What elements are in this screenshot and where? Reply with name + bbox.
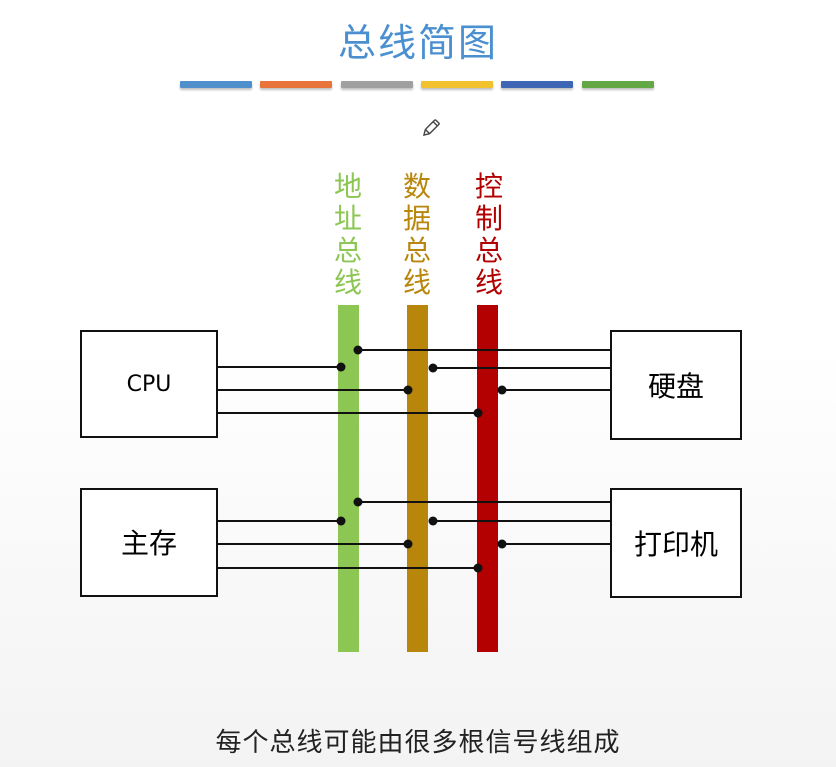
address-bus-bar: [338, 305, 359, 652]
stripe-6: [582, 81, 654, 88]
address-bus-label: 地 址 总 线: [334, 170, 362, 299]
data-bus-label-char: 数: [403, 170, 431, 203]
diagram-title: 总线简图: [337, 21, 498, 65]
junction-dot: [353, 345, 363, 355]
control-bus-label-char: 控: [475, 170, 503, 203]
stripe-5: [501, 81, 573, 88]
address-bus-label-char: 线: [334, 266, 362, 299]
disk-label: 硬盘: [648, 370, 704, 403]
junction-dot: [473, 563, 483, 573]
junction-dot: [428, 516, 438, 526]
cpu-label: CPU: [127, 372, 172, 397]
printer-connections: [358, 501, 611, 545]
junction-dot: [497, 539, 507, 549]
memory-box: 主存: [80, 488, 218, 597]
disk-box: 硬盘: [610, 330, 742, 440]
stripe-4: [421, 81, 493, 88]
junction-dot: [428, 363, 438, 373]
control-bus-label: 控 制 总 线: [475, 170, 503, 299]
junction-dot: [497, 385, 507, 395]
data-bus-label-char: 据: [403, 202, 431, 235]
disk-junctions: [353, 345, 507, 395]
printer-junctions: [353, 497, 507, 549]
printer-label: 打印机: [634, 528, 718, 561]
data-bus-label-char: 线: [403, 266, 431, 299]
junction-dot: [336, 362, 346, 372]
title-decoration-stripes: [180, 81, 660, 90]
address-bus-label-char: 地: [334, 170, 362, 203]
pencil-icon[interactable]: [419, 116, 443, 140]
memory-junctions: [336, 516, 483, 573]
stripe-2: [260, 81, 332, 88]
memory-connections: [217, 520, 478, 569]
control-bus-bar: [477, 305, 498, 652]
address-bus-label-char: 总: [334, 234, 362, 267]
data-bus-bar: [407, 305, 428, 652]
control-bus-label-char: 线: [475, 266, 503, 299]
address-bus-label-char: 址: [334, 202, 362, 235]
junction-dot: [403, 539, 413, 549]
cpu-box: CPU: [80, 330, 218, 438]
memory-label: 主存: [121, 527, 177, 560]
cpu-junctions: [336, 362, 483, 418]
disk-connections: [358, 349, 611, 391]
control-bus-label-char: 制: [475, 202, 503, 235]
diagram-caption: 每个总线可能由很多根信号线组成: [215, 728, 621, 758]
stripe-3: [341, 81, 413, 88]
junction-dot: [403, 385, 413, 395]
data-bus-label: 数 据 总 线: [403, 170, 431, 299]
junction-dot: [353, 497, 363, 507]
junction-dot: [473, 408, 483, 418]
printer-box: 打印机: [610, 488, 742, 598]
data-bus-label-char: 总: [403, 234, 431, 267]
cpu-connections: [217, 366, 478, 414]
junction-dot: [336, 516, 346, 526]
control-bus-label-char: 总: [475, 234, 503, 267]
stripe-1: [180, 81, 252, 88]
